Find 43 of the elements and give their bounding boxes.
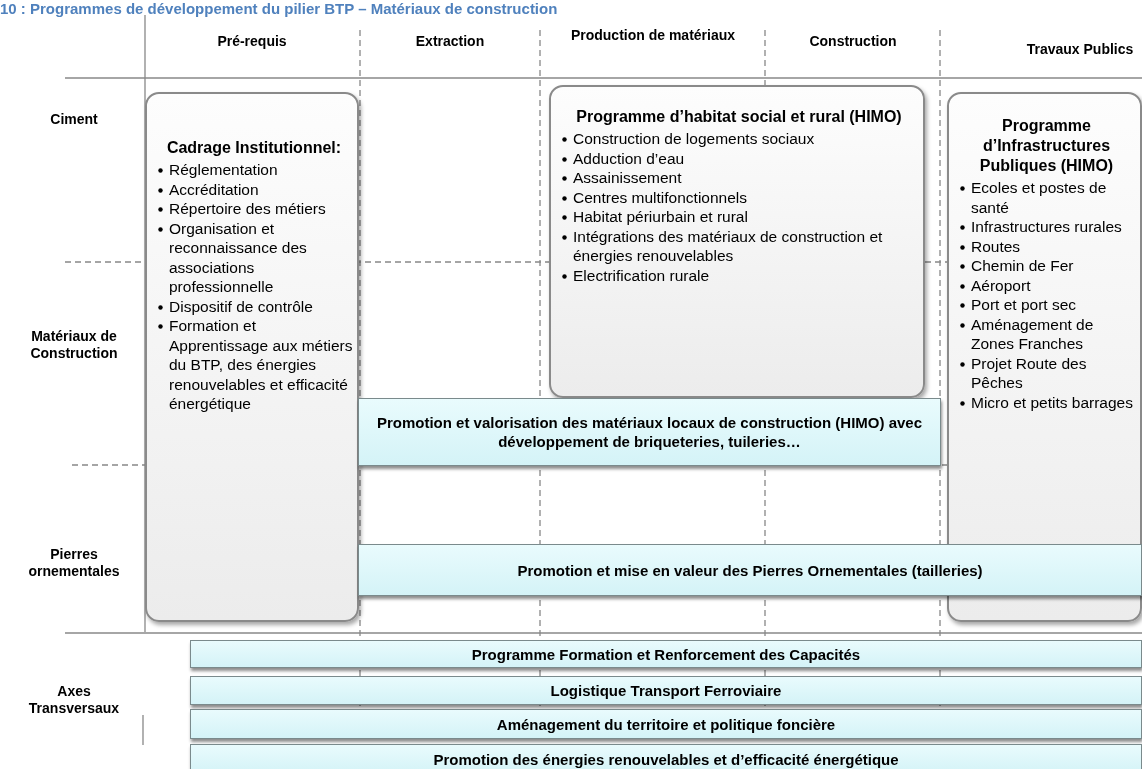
program-bar: Aménagement du territoire et politique foncière xyxy=(190,709,1142,739)
bullet-item: Habitat périurbain et rural xyxy=(573,207,919,227)
diagram-title: 10 : Programmes de développement du pilier BTP – Matériaux de construction xyxy=(0,0,558,17)
bullet-item: Centres multifonctionnels xyxy=(573,187,919,207)
bullet-item: Projet Route des Pêches xyxy=(971,353,1136,393)
box-heading: Programme d’habitat social et rural (HIMO) xyxy=(575,107,903,127)
bullet-item: Dispositif de contrôle xyxy=(169,296,353,316)
box-heading: Programme d’Infrastructures Publiques (HIMO) xyxy=(978,116,1115,176)
bullet-item: Adduction d’eau xyxy=(573,148,919,168)
row-header: Axes Transversaux xyxy=(27,683,121,717)
program-box xyxy=(549,85,925,398)
bullet-item: Organisation et reconnaissance des associations professionnelle xyxy=(169,218,353,297)
bullet-item: Micro et petits barrages xyxy=(971,392,1136,412)
bullet-item: Formation et Apprentissage aux métiers du BTP, des énergies renouvelables et efficacité énergétique xyxy=(169,316,353,414)
column-header: Extraction xyxy=(414,33,486,50)
program-box xyxy=(145,92,359,622)
program-bar: Promotion des énergies renouvelables et d’efficacité énergétique xyxy=(190,744,1142,769)
program-bar: Promotion et mise en valeur des Pierres Ornementales (tailleries) xyxy=(358,544,1142,596)
bullet-item: Aéroport xyxy=(971,275,1136,295)
column-header: Travaux Publics xyxy=(1025,41,1135,58)
column-header: Production de matériaux xyxy=(569,27,737,44)
box-heading: Cadrage Institutionnel: xyxy=(165,138,343,158)
program-bar: Logistique Transport Ferroviaire xyxy=(190,676,1142,705)
bullet-item: Aménagement de Zones Franches xyxy=(971,314,1136,354)
column-header: Construction xyxy=(808,33,898,50)
program-bar: Programme Formation et Renforcement des Capacités xyxy=(190,640,1142,668)
column-header: Pré-requis xyxy=(216,33,288,50)
row-header: Pierres ornementales xyxy=(27,546,121,580)
bullet-item: Ecoles et postes de santé xyxy=(971,178,1136,217)
bullet-item: Infrastructures rurales xyxy=(971,217,1136,237)
program-bar: Promotion et valorisation des matériaux locaux de construction (HIMO) avec développement de briqueteries, tuileries… xyxy=(358,398,941,466)
row-header: Matériaux de Construction xyxy=(29,328,119,362)
bullet-item: Répertoire des métiers xyxy=(169,199,353,219)
bullet-item: Chemin de Fer xyxy=(971,256,1136,276)
bullet-item: Electrification rurale xyxy=(573,265,919,285)
bullet-item: Réglementation xyxy=(169,160,353,180)
bullet-item: Routes xyxy=(971,236,1136,256)
bullet-item: Accréditation xyxy=(169,179,353,199)
bullet-item: Intégrations des matériaux de construction et énergies renouvelables xyxy=(573,226,919,266)
bullet-item: Assainissement xyxy=(573,168,919,188)
bullet-item: Construction de logements sociaux xyxy=(573,129,919,149)
row-header: Ciment xyxy=(49,111,99,128)
bullet-item: Port et port sec xyxy=(971,295,1136,315)
